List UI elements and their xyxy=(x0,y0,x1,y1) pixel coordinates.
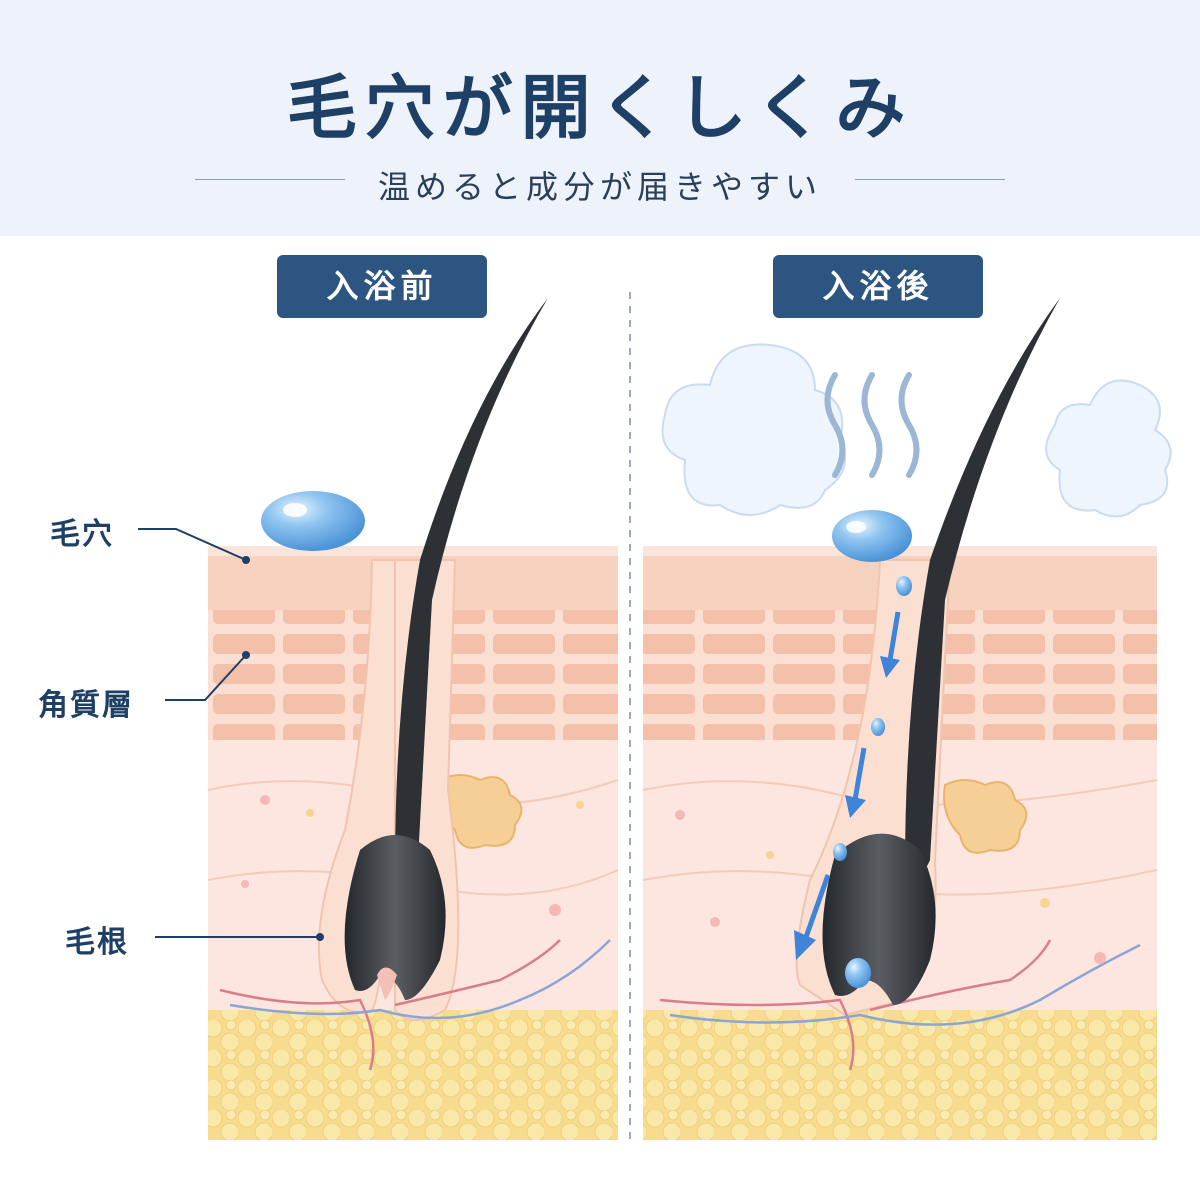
leader-line-stratum xyxy=(165,654,247,701)
steam-wave-icon xyxy=(824,372,920,478)
leader-line-pore xyxy=(138,528,247,561)
subtitle-rule-left xyxy=(195,179,345,180)
subtitle-rule-right xyxy=(855,179,1005,180)
page-title: 毛穴が開くしくみ xyxy=(286,67,914,149)
panel-label-before: 入浴前 xyxy=(277,255,487,318)
page-subtitle: 温めると成分が届きやすい xyxy=(377,168,822,206)
steam-cloud-icon xyxy=(661,343,846,516)
panel-after-illustration xyxy=(642,298,1172,1140)
label-pore: 毛穴 xyxy=(50,517,114,552)
droplet-icon xyxy=(832,510,912,562)
droplet-icon xyxy=(261,491,365,551)
subtitle-row: 温めると成分が届きやすい xyxy=(0,160,1200,206)
label-stratum-corneum: 角質層 xyxy=(38,688,134,723)
header: 毛穴が開くしくみ 温めると成分が届きやすい xyxy=(0,0,1200,236)
down-arrow-icon xyxy=(794,611,901,960)
panel-label-after: 入浴後 xyxy=(773,255,983,318)
label-hair-root: 毛根 xyxy=(65,925,129,960)
panel-before-illustration xyxy=(207,298,619,1140)
steam-cloud-icon-right xyxy=(1045,379,1172,518)
